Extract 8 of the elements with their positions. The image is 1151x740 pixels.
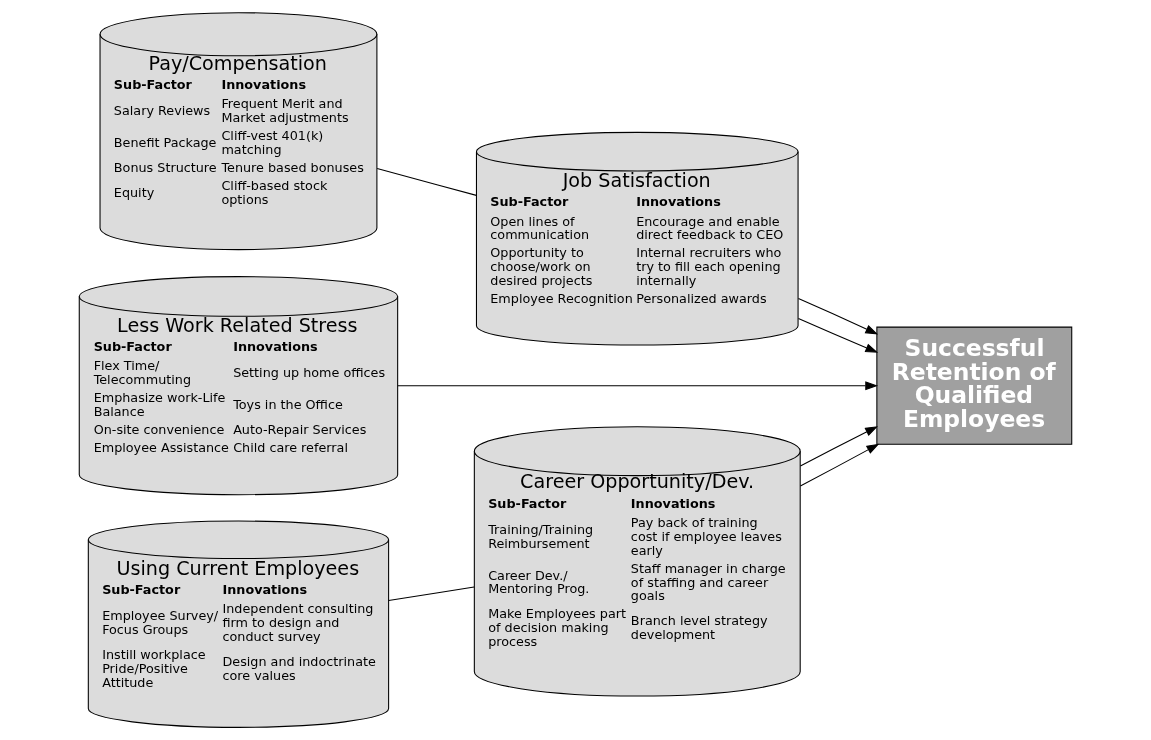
connector — [388, 586, 475, 602]
connector — [376, 167, 477, 196]
arrow — [797, 298, 879, 335]
arrow — [397, 381, 879, 391]
arrow — [799, 426, 878, 467]
node-box: Successful Retention of Qualified Employees — [876, 326, 1073, 445]
arrow — [797, 318, 879, 353]
arrow — [799, 443, 880, 487]
